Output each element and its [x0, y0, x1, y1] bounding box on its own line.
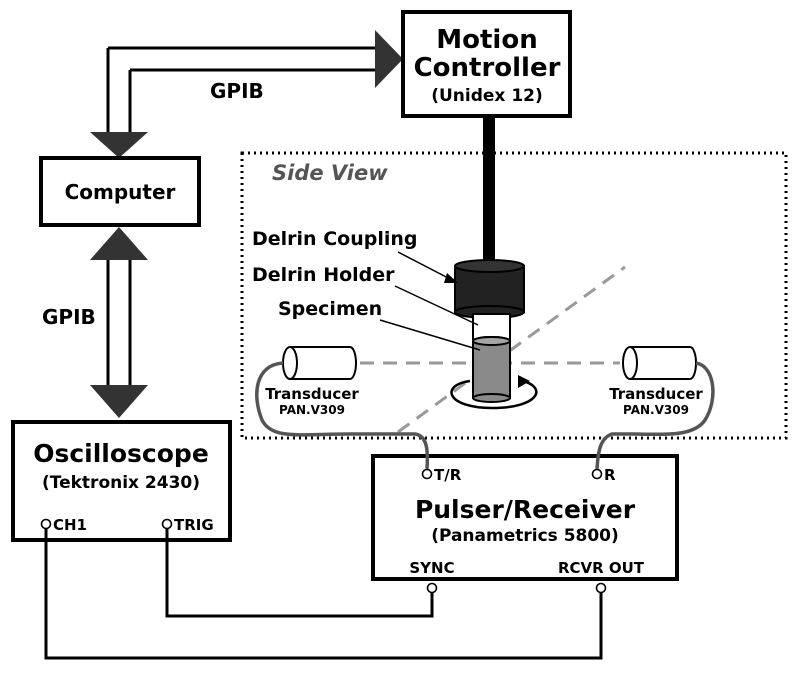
delrin-coupling	[454, 259, 525, 319]
left-transducer-cable	[255, 361, 430, 470]
r-port-label: R	[604, 466, 616, 484]
delrin-holder-label: Delrin Holder	[252, 264, 395, 286]
specimen-leader-line	[379, 319, 481, 351]
oscilloscope-model: (Tektronix 2430)	[42, 473, 200, 493]
gpib-label-left: GPIB	[42, 305, 96, 329]
tr-port-icon	[421, 468, 433, 480]
trig-port-label: TRIG	[174, 516, 214, 534]
computer-title: Computer	[65, 180, 176, 204]
holder-leader-line	[394, 285, 479, 326]
pulser-receiver-box	[371, 454, 679, 581]
tr-port-label: T/R	[434, 466, 462, 484]
side-view-title: Side View	[272, 161, 388, 185]
arrowhead-down-icon-2	[90, 385, 148, 418]
ch1-port-icon	[40, 518, 52, 530]
gpib-label-top: GPIB	[210, 79, 264, 103]
trig-port-icon	[161, 518, 173, 530]
rcvr-out-port-icon	[595, 582, 607, 594]
rotation-arrow-icon	[450, 375, 538, 410]
rotation-plane-line	[397, 265, 626, 434]
trig-sync-cable	[165, 529, 434, 618]
arrowhead-right-icon	[375, 30, 403, 88]
pulser-title: Pulser/Receiver	[415, 495, 636, 524]
drive-shaft	[483, 116, 495, 262]
arrowhead-up-icon	[90, 227, 148, 260]
oscilloscope-title: Oscilloscope	[33, 439, 209, 468]
side-view-region	[240, 151, 788, 440]
coupling-leader-line	[397, 251, 453, 281]
gpib-link-top	[90, 30, 403, 158]
gpib-link-left	[90, 227, 148, 418]
computer-box	[39, 156, 201, 227]
left-transducer-model: PAN.V309	[279, 403, 345, 417]
r-port-icon	[591, 468, 603, 480]
specimen-label: Specimen	[278, 298, 382, 320]
ch1-rcvr-cable	[44, 529, 603, 660]
delrin-coupling-label: Delrin Coupling	[252, 228, 417, 250]
left-transducer	[282, 346, 357, 380]
sync-port-label: SYNC	[409, 559, 454, 577]
ch1-port-label: CH1	[53, 516, 87, 534]
motion-controller-title-1: Motion	[436, 25, 537, 55]
right-transducer-cable	[595, 361, 715, 470]
right-transducer-model: PAN.V309	[623, 403, 689, 417]
right-transducer-name: Transducer	[609, 385, 703, 403]
motion-controller-title-2: Controller	[414, 53, 561, 83]
right-transducer	[622, 346, 697, 380]
motion-controller-model: (Unidex 12)	[431, 86, 543, 106]
coupling-leader-arrow-icon	[444, 273, 458, 283]
rcvr-out-port-label: RCVR OUT	[558, 559, 645, 577]
sync-port-icon	[426, 582, 438, 594]
arrowhead-down-icon	[90, 132, 148, 158]
specimen	[472, 336, 511, 403]
pulser-model: (Panametrics 5800)	[431, 526, 619, 546]
left-transducer-name: Transducer	[265, 385, 359, 403]
